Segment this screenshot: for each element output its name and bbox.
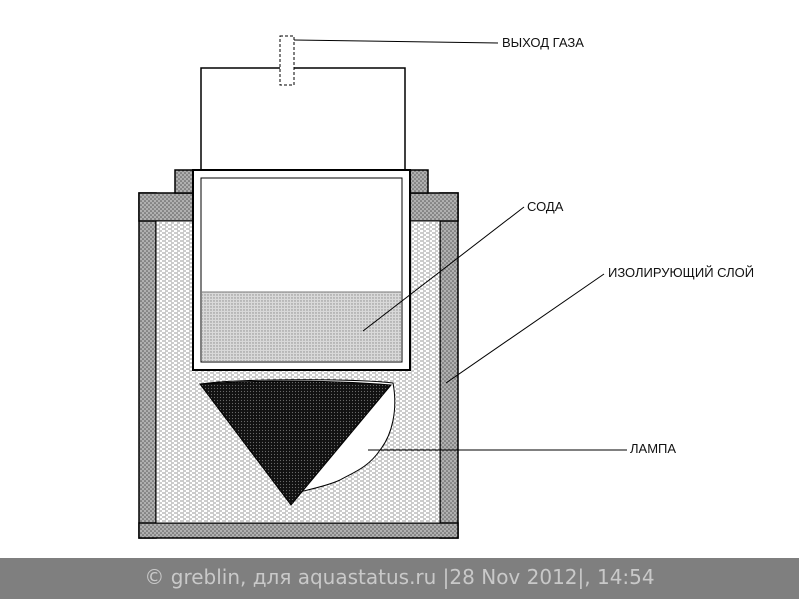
leader-soda bbox=[362, 206, 525, 332]
housing-left-top bbox=[138, 192, 194, 222]
watermark-bar: © greblin, для aquastatus.ru |28 Nov 201… bbox=[0, 558, 799, 599]
leader-lines bbox=[293, 39, 627, 451]
leader-gas-outlet bbox=[293, 39, 499, 44]
housing-right-wall bbox=[439, 192, 459, 539]
label-gas-outlet: ВЫХОД ГАЗА bbox=[502, 35, 584, 50]
gas-generator-diagram bbox=[138, 35, 627, 539]
housing-left-wall bbox=[138, 192, 157, 539]
soda-fill bbox=[202, 292, 401, 361]
label-soda: СОДА bbox=[527, 199, 564, 214]
watermark-text: © greblin, для aquastatus.ru |28 Nov 201… bbox=[144, 565, 655, 589]
gas-outlet-tube bbox=[279, 35, 295, 86]
housing-bottom bbox=[138, 522, 459, 539]
label-insulating-layer: ИЗОЛИРУЮЩИЙ СЛОЙ bbox=[608, 265, 755, 280]
soda-container bbox=[192, 169, 411, 371]
leader-insulating-layer bbox=[445, 273, 605, 384]
lamp-bulb bbox=[199, 380, 393, 506]
housing-left-collar bbox=[174, 169, 194, 194]
housing-right-top bbox=[409, 192, 459, 222]
upper-canister bbox=[200, 67, 406, 171]
housing-right-collar bbox=[409, 169, 429, 194]
label-lamp: ЛАМПА bbox=[630, 441, 677, 456]
lamp bbox=[199, 379, 396, 506]
